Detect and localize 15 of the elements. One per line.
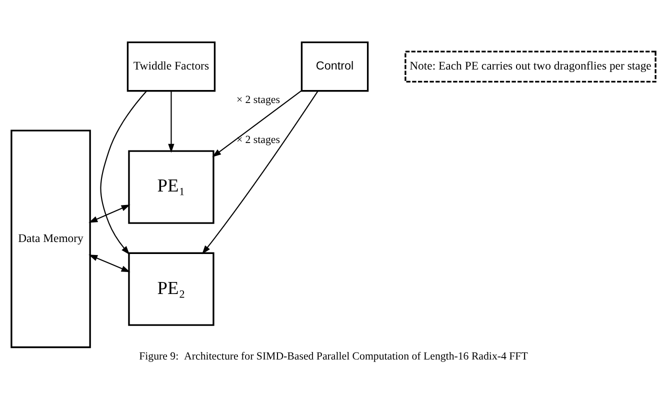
node-box: Twiddle Factors <box>126 41 216 92</box>
node-box: Data Memory <box>10 129 91 348</box>
caption: Figure 9: Architecture for SIMD-Based Parallel Computation of Length-16 Radix-4 FFT <box>139 350 528 362</box>
arrow <box>88 204 130 222</box>
node-box: Note: Each PE carries out two dragonflies per stage <box>404 50 656 82</box>
arrow <box>212 90 302 157</box>
arrow <box>100 90 147 254</box>
edge-label: × 2 stages <box>236 134 280 146</box>
node-box: Control <box>300 41 369 92</box>
arrow <box>88 254 130 272</box>
arrow <box>202 90 318 254</box>
arrow <box>168 90 174 152</box>
node-box: PE₂ <box>128 252 214 326</box>
node-box: PE₁ <box>128 150 214 224</box>
edge-label: × 2 stages <box>236 93 280 106</box>
